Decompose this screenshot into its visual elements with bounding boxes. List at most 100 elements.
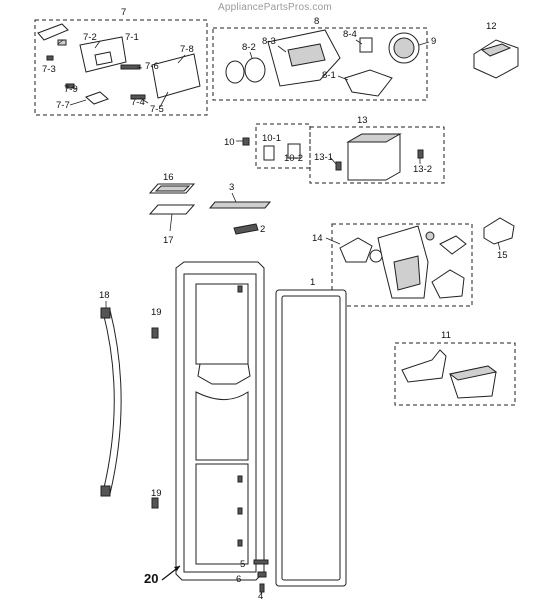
part-14-gear[interactable]: [369, 249, 383, 263]
part-8-3-detail: [287, 43, 326, 67]
callout-14[interactable]: 14: [312, 233, 323, 244]
callout-8-2[interactable]: 8-2: [242, 42, 256, 53]
callout-7-3[interactable]: 7-3: [42, 64, 56, 75]
part-7-4[interactable]: [130, 94, 146, 100]
part-8-4[interactable]: [359, 37, 373, 53]
group-13-leaders: [329, 156, 421, 165]
part-14-motor[interactable]: [339, 237, 373, 263]
part-15-leader: [497, 241, 501, 251]
part-10-2[interactable]: [287, 143, 301, 159]
part-15[interactable]: [483, 217, 515, 245]
part-20-upper-panel: [195, 283, 249, 365]
part-20-arrowhead: [174, 566, 180, 571]
part-10[interactable]: [242, 137, 250, 146]
part-7-7[interactable]: [85, 91, 109, 105]
callout-11[interactable]: 11: [441, 330, 451, 341]
part-20-clip-1: [237, 285, 243, 293]
part-3-leader: [231, 192, 237, 203]
callout-9[interactable]: 9: [431, 36, 436, 47]
callout-19-bottom[interactable]: 19: [151, 488, 162, 499]
callout-13-1[interactable]: 13-1: [314, 152, 333, 163]
part-7-5[interactable]: [151, 53, 201, 99]
callout-5[interactable]: 5: [240, 559, 245, 570]
callout-7-4[interactable]: 7-4: [131, 97, 145, 108]
callout-17[interactable]: 17: [163, 235, 174, 246]
part-13-top: [346, 133, 402, 143]
watermark: AppliancePartsPros.com: [218, 2, 332, 13]
callout-18[interactable]: 18: [99, 290, 110, 301]
part-7-9[interactable]: [65, 83, 75, 89]
group-7-box: [34, 19, 208, 116]
callout-13[interactable]: 13: [357, 115, 368, 126]
part-16-inner: [154, 185, 191, 192]
part-12-group: 12: [473, 21, 519, 79]
callout-7-8[interactable]: 7-8: [180, 44, 194, 55]
callout-20[interactable]: 20: [144, 571, 158, 586]
group-10: 10 10-1 10-2: [224, 123, 311, 169]
callout-8-1[interactable]: 8-1: [322, 70, 336, 81]
callout-8-3[interactable]: 8-3: [262, 36, 276, 47]
part-8-2[interactable]: [244, 57, 266, 83]
callout-13-2[interactable]: 13-2: [413, 164, 432, 175]
callout-15[interactable]: 15: [497, 250, 508, 261]
part-5[interactable]: [253, 559, 269, 565]
callout-10-1[interactable]: 10-1: [262, 133, 281, 144]
group-13-box: [309, 126, 445, 184]
part-7-2[interactable]: [57, 39, 67, 46]
callout-7-1[interactable]: 7-1: [125, 32, 139, 43]
group-11-door-bin: 11: [394, 330, 516, 406]
part-9-inner: [393, 37, 415, 59]
part-13-1[interactable]: [335, 161, 342, 171]
part-2[interactable]: [233, 223, 259, 235]
part-4[interactable]: [259, 583, 265, 593]
part-7-1-detail: [94, 51, 113, 66]
callout-3[interactable]: 3: [229, 182, 234, 193]
group-8-box: [212, 27, 428, 101]
part-19-bottom[interactable]: [151, 497, 159, 509]
callout-2[interactable]: 2: [260, 224, 265, 235]
part-10-1[interactable]: [263, 145, 275, 161]
callout-8-4[interactable]: 8-4: [343, 29, 357, 40]
part-7-6[interactable]: [120, 64, 141, 70]
callout-10-2[interactable]: 10-2: [284, 153, 303, 164]
callout-7-7[interactable]: 7-7: [56, 100, 70, 111]
group-14-ice-auger: 14 15: [312, 217, 515, 307]
part-20-dispenser-recess: [197, 363, 251, 385]
callout-16[interactable]: 16: [163, 172, 174, 183]
part-14-chute[interactable]: [431, 269, 465, 299]
part-11-bracket[interactable]: [401, 349, 447, 383]
part-18-handle[interactable]: [102, 309, 122, 495]
part-14-bracket[interactable]: [439, 235, 467, 255]
part-7-cover[interactable]: [37, 23, 69, 41]
part-7-3[interactable]: [46, 55, 54, 61]
callout-6[interactable]: 6: [236, 574, 241, 585]
part-20-clip-2: [237, 475, 243, 483]
callout-1[interactable]: 1: [310, 277, 315, 288]
part-20-clip-4: [237, 539, 243, 547]
callout-7-9[interactable]: 7-9: [64, 84, 78, 95]
group-8-leaders: [249, 39, 430, 81]
callout-7-6[interactable]: 7-6: [145, 61, 159, 72]
part-12-top: [480, 43, 512, 57]
part-17[interactable]: [148, 204, 196, 215]
callout-7-5[interactable]: 7-5: [150, 104, 164, 115]
callout-12[interactable]: 12: [486, 21, 497, 32]
part-8-2-small[interactable]: [225, 60, 245, 84]
part-6[interactable]: [257, 571, 267, 578]
part-3[interactable]: [208, 201, 272, 209]
part-13-2[interactable]: [417, 149, 424, 159]
part-18-cap-bottom: [100, 485, 111, 497]
callout-19-top[interactable]: 19: [151, 307, 162, 318]
callout-4[interactable]: 4: [258, 591, 263, 600]
callout-7[interactable]: 7: [121, 7, 126, 18]
callout-10[interactable]: 10: [224, 137, 235, 148]
part-19-top[interactable]: [151, 327, 159, 339]
handle-parts: 18 19 19: [99, 290, 162, 509]
part-14-bolt: [425, 231, 435, 241]
group-13: 13 13-1 13-2: [309, 115, 445, 184]
group-7-dispenser-control: 7 7-3 7-2 7-1 7-8 7-6 7-9 7-4 7-7 7-5: [34, 7, 208, 116]
callout-7-2[interactable]: 7-2: [83, 32, 97, 43]
callout-8[interactable]: 8: [314, 16, 319, 27]
part-8-1[interactable]: [344, 69, 393, 97]
